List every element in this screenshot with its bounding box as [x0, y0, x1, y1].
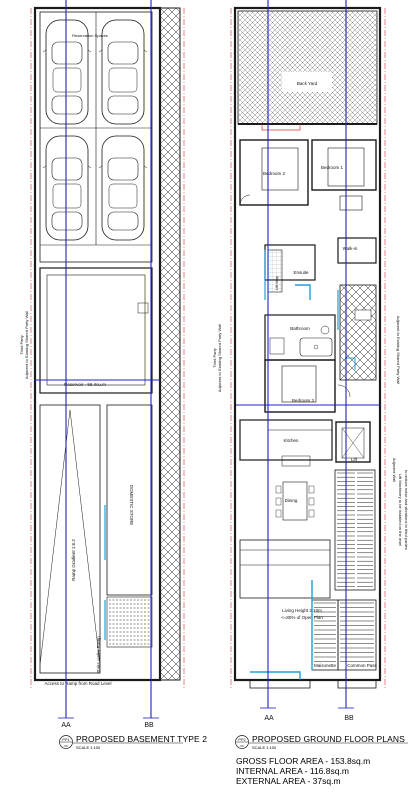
basement-section-b-label: BB	[144, 722, 154, 729]
ground-scale: SCALE 1:100	[252, 745, 277, 750]
ground-right-note: Adjacent to Existing Shared Party Wall	[396, 316, 401, 384]
bedroom-3-label: Bedroom 3	[292, 398, 315, 403]
ground-party-wall-label-2: Adjacent to Existing Shared Party Wall	[217, 324, 222, 392]
bathtub	[299, 337, 333, 357]
bedroom-2-door	[239, 194, 251, 206]
car-3	[42, 135, 92, 241]
dining-label: Dining	[285, 498, 298, 503]
external-area: EXTERNAL AREA - 37sq.m	[236, 776, 341, 786]
living-area	[239, 539, 331, 599]
basement-party-wall-hatch	[159, 7, 181, 681]
bed-2	[261, 147, 299, 191]
parked-cars	[42, 19, 148, 241]
basin	[320, 325, 330, 335]
ground-party-wall-label-1: Third Party	[212, 348, 217, 368]
car-2	[98, 19, 148, 125]
basement-title: PROPOSED BASEMENT TYPE 2	[76, 734, 208, 744]
common-pass-stair	[337, 599, 377, 671]
bedroom-2-label: Bedroom 2	[263, 171, 286, 176]
walk-in-label: Walk-in	[343, 246, 358, 251]
kitchen-island	[281, 455, 311, 467]
dining-table	[275, 481, 315, 521]
ensuite-label: Ensuite	[293, 270, 309, 275]
bathroom-label: Bathroom	[290, 326, 310, 331]
stair-enclosure	[334, 469, 376, 591]
maisonette-label: Maisonette	[314, 663, 337, 668]
entrance-step	[249, 679, 311, 689]
ground-drawing-sub: 00	[240, 744, 244, 748]
lift-note-3: to reduce noise and vibrations to third …	[404, 470, 409, 550]
car-1	[42, 19, 92, 125]
ramp-label: Ramp Gradient 1:6.2	[71, 539, 76, 581]
basement-drawing-badge	[59, 735, 73, 749]
gross-floor-area: GROSS FLOOR AREA - 153.8sq.m	[236, 756, 371, 766]
reservation-spaces-label: Reservation Spaces	[72, 33, 108, 38]
ramp-diagonal-2	[69, 409, 101, 666]
bedroom-1-label: Bedroom 1	[321, 165, 344, 170]
wardrobe	[339, 195, 363, 211]
bedroom-3	[264, 359, 336, 413]
living-label: Living Height 2.10m	[282, 608, 322, 613]
lift	[335, 421, 371, 463]
yard-threshold	[261, 124, 301, 131]
common-pass-label: Common Pass	[347, 663, 377, 668]
basement-party-wall-label-1: Third Party	[19, 335, 24, 355]
basement-outer-wall	[33, 6, 162, 682]
ground-drawing-badge	[235, 735, 249, 749]
open-plan-label: <=80% of Open Plan	[281, 615, 323, 620]
ground-section-b-label: BB	[344, 715, 354, 722]
walk-in	[337, 237, 377, 264]
stairs-enclosure	[106, 596, 153, 648]
ground-floor-plan: Back Yard Bedroom 2 Bedroom 1 Ensuite Li…	[212, 0, 409, 749]
ground-shaft-hatch	[339, 284, 377, 381]
basement-plan: Reservoir - 56.4cu.m Reservation Spaces …	[19, 0, 185, 749]
bottom-stairs	[314, 602, 374, 662]
kitchen-label: Kitchen	[283, 438, 299, 443]
toilet	[269, 337, 285, 355]
ground-drawing-number: PP2	[238, 738, 245, 742]
ensuite-blue	[295, 284, 311, 300]
back-yard-label: Back Yard	[297, 81, 318, 86]
back-yard	[237, 10, 378, 125]
ramp-diagonal-1	[39, 409, 71, 666]
lift-note-1: Adjacent Wall	[392, 458, 397, 482]
bedroom-1	[311, 139, 377, 191]
domestic-store-label: DOMESTIC STORE	[129, 485, 134, 525]
lift-way-label: Lift Way	[274, 276, 279, 290]
basement-section-a-label: AA	[61, 722, 71, 729]
ground-title: PROPOSED GROUND FLOOR PLANS	[252, 734, 405, 744]
reservoir-label: Reservoir - 56.4cu.m	[64, 382, 106, 387]
common-entrance-step	[337, 679, 377, 689]
access-label: Access to Ramp from Road Level	[44, 681, 111, 686]
basement-drawing-sub: 00	[64, 744, 68, 748]
basement-drawing-number: PP1	[62, 738, 69, 742]
stairs-label: Stairs under Ramp	[96, 636, 101, 674]
reservoir	[39, 267, 153, 394]
bedroom-2	[239, 139, 309, 206]
car-4	[98, 135, 148, 241]
domestic-store	[106, 404, 153, 596]
basement-scale: SCALE 1:100	[76, 745, 101, 750]
lift-label: Lift	[351, 457, 358, 462]
reservoir-hatch	[137, 302, 149, 314]
basement-party-wall-label-2: Adjacent to Existing Shared Party Wall	[24, 311, 29, 379]
ramp	[39, 404, 101, 674]
lift-note-2: Lift Machinery to be installed on the le…	[398, 474, 403, 546]
bed-3	[281, 365, 317, 403]
reservoir-inner	[46, 274, 146, 386]
ground-staircase	[337, 472, 373, 587]
ground-section-a-label: AA	[264, 715, 274, 722]
internal-area: INTERNAL AREA - 116.8sq.m	[236, 766, 349, 776]
kitchen-counter	[267, 419, 333, 431]
stairs-under-ramp	[109, 599, 150, 645]
